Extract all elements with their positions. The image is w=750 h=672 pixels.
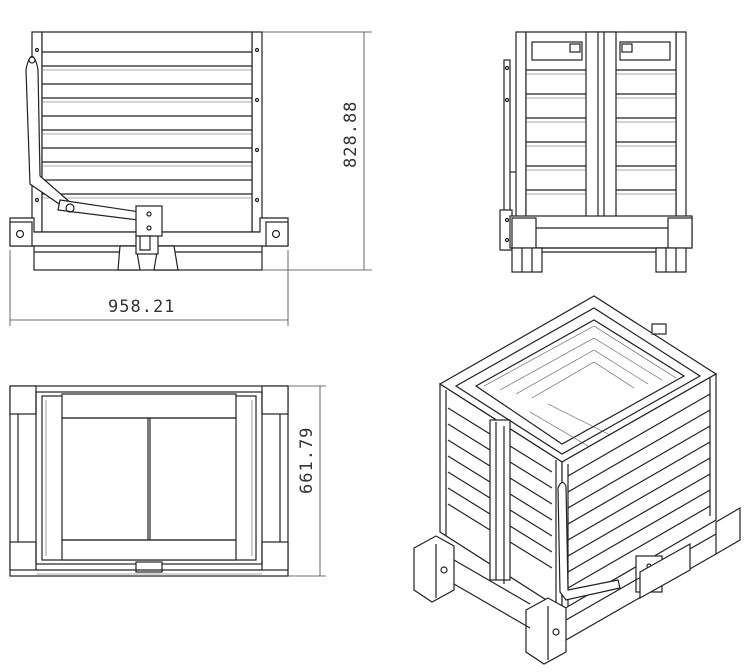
iso-left-slats [445,390,557,606]
front-lever [25,55,163,251]
depth-dimension-label: 661.79 [297,427,317,494]
front-slats [42,51,252,199]
side-slats-left [526,41,586,195]
side-lever [499,59,516,251]
front-dimensions: 828.88 958.21 [9,31,372,326]
iso-base [413,506,741,665]
isometric-view [413,295,741,665]
top-dimensions: 661.79 [288,385,326,577]
height-dimension-label: 828.88 [341,101,361,168]
width-dimension-label: 958.21 [108,297,175,317]
iso-inner-slats [483,325,677,447]
front-view [9,31,289,271]
side-slats-right [616,41,676,195]
side-base [509,215,693,273]
iso-right-slats [567,378,711,606]
side-view [499,31,693,273]
top-view [9,385,289,577]
